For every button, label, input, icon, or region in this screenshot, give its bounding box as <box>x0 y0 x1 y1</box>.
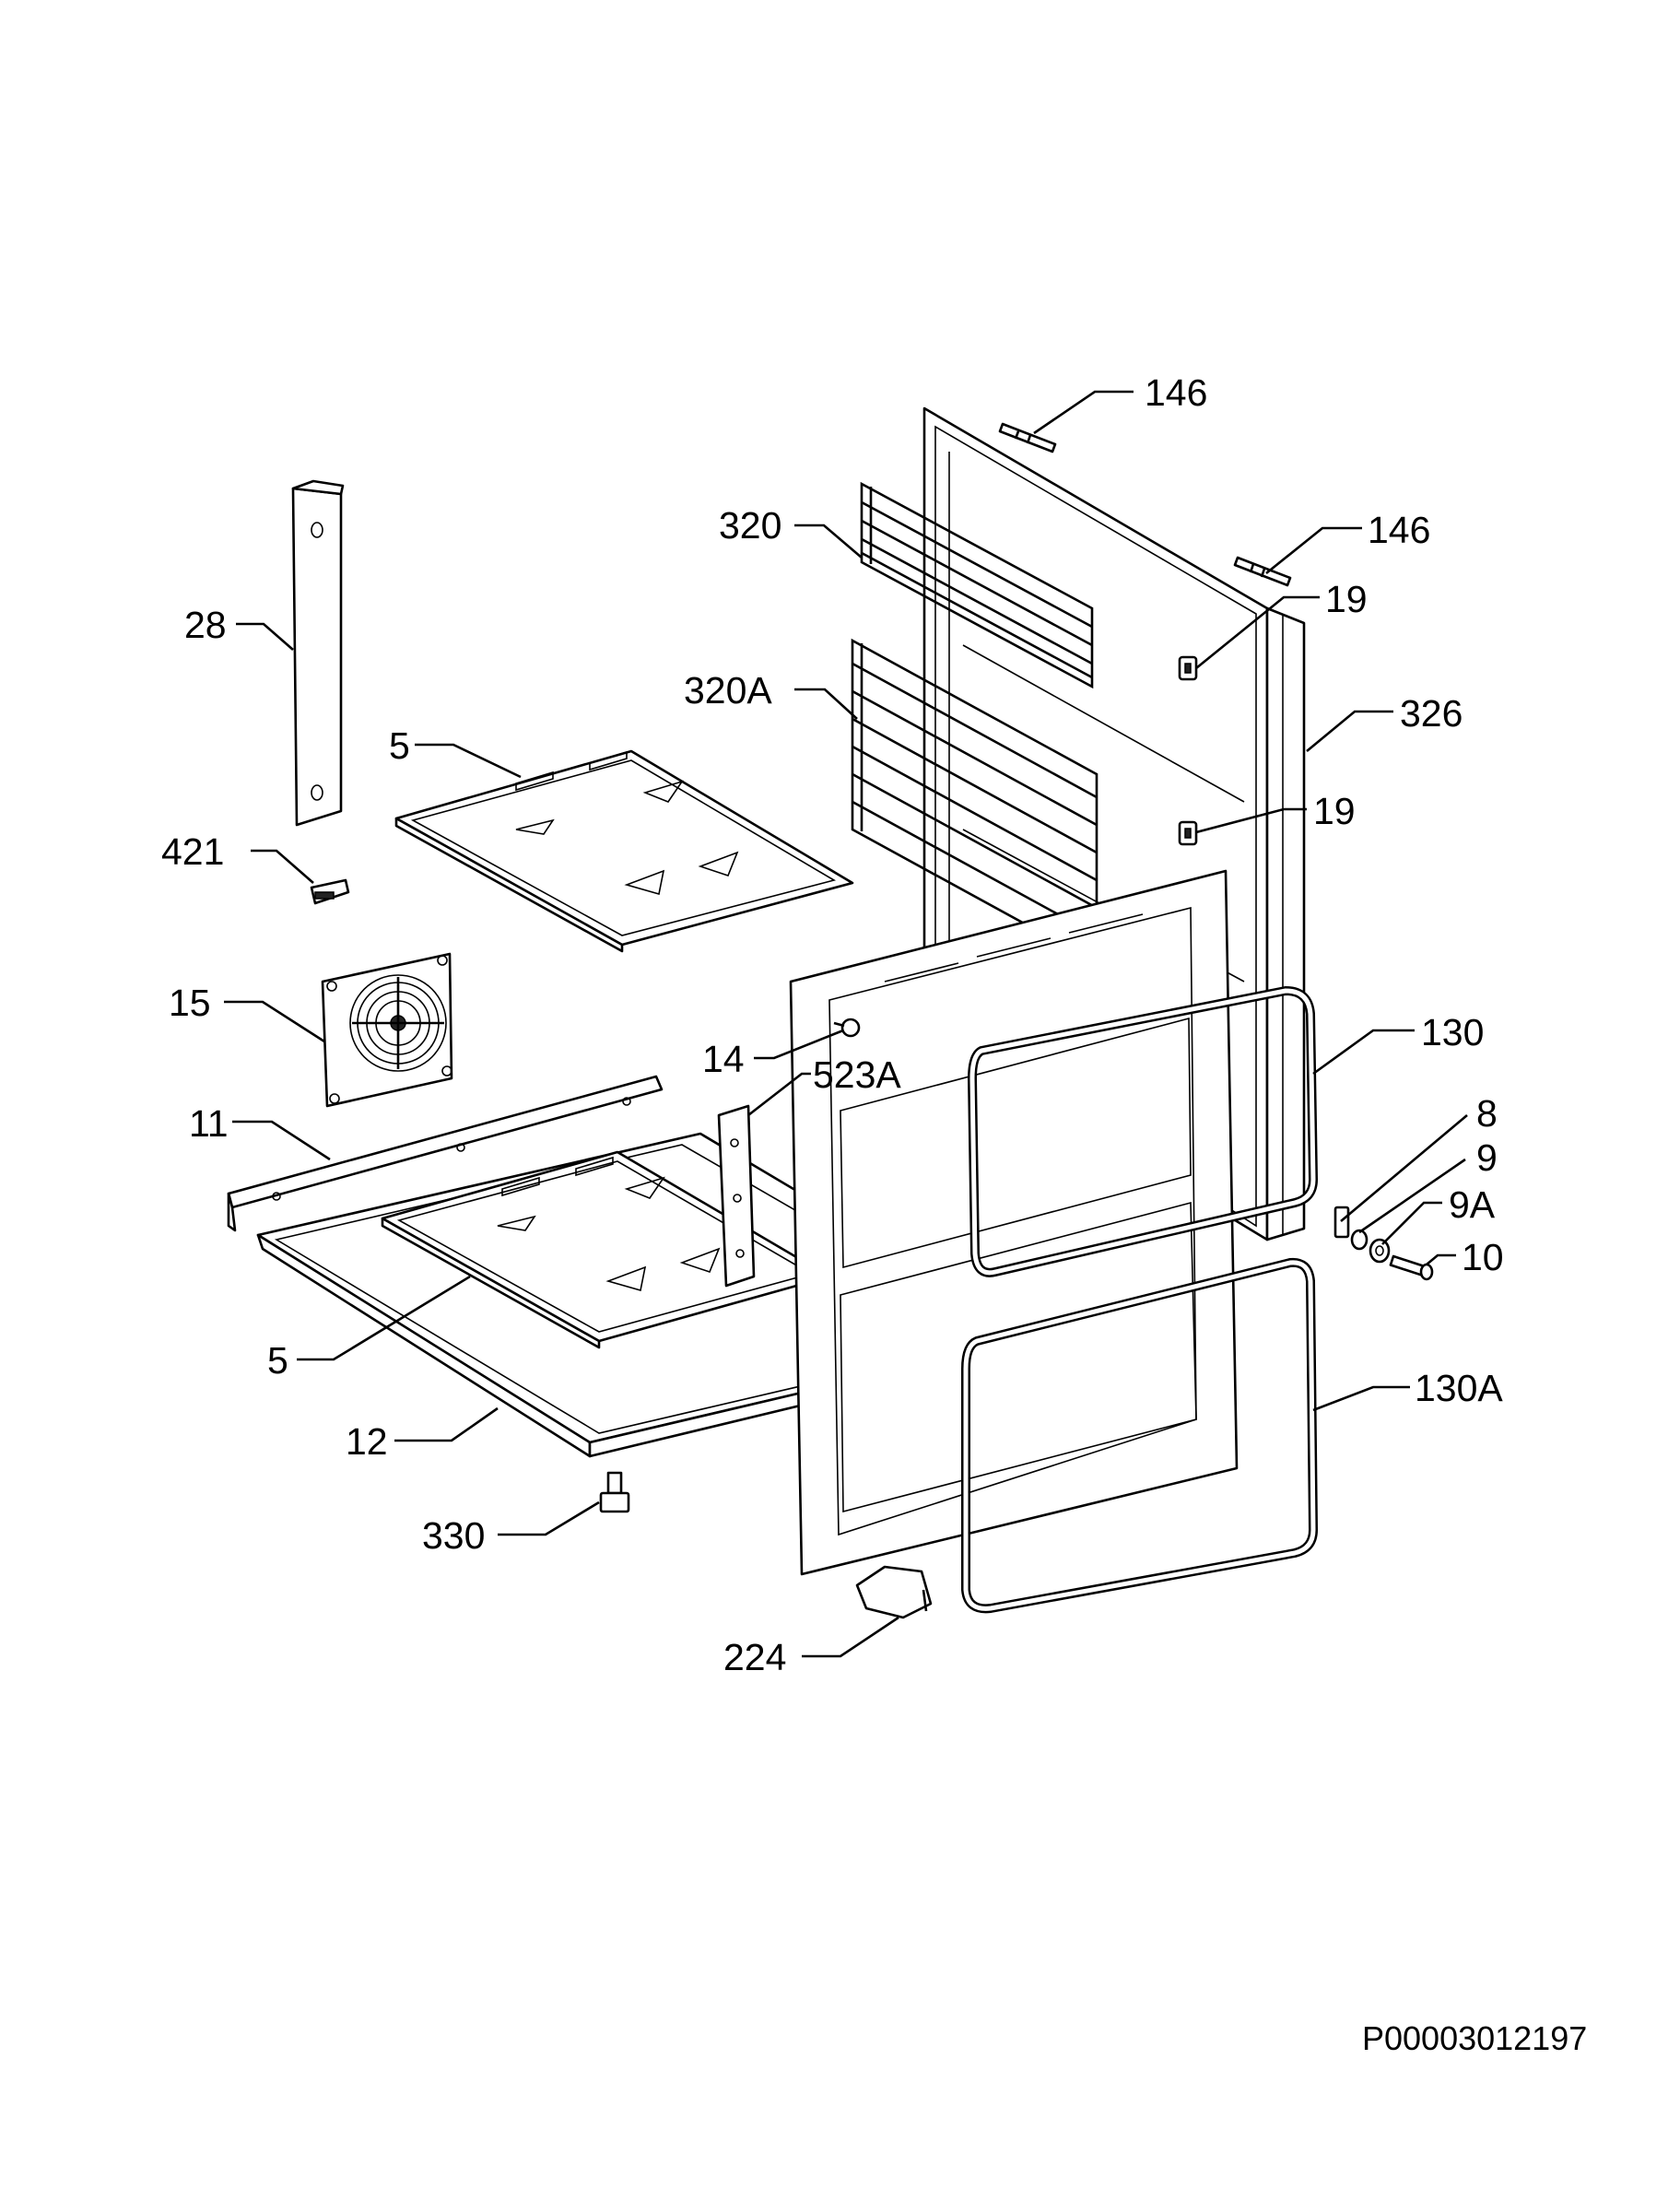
leader-lines <box>224 390 1468 1658</box>
callout-labels: 146 146 320 19 28 320A 326 5 19 421 15 1… <box>161 371 1504 1678</box>
callout-224: 224 <box>723 1636 786 1678</box>
callout-28: 28 <box>184 604 227 646</box>
callout-5-lower: 5 <box>267 1339 288 1382</box>
bolt-10 <box>1389 1254 1434 1281</box>
knob-421 <box>310 878 350 905</box>
callout-8: 8 <box>1476 1092 1498 1135</box>
vertical-rail-28 <box>291 479 345 827</box>
callout-330: 330 <box>422 1514 485 1557</box>
callout-130a: 130A <box>1415 1367 1503 1409</box>
callout-421: 421 <box>161 830 224 873</box>
callout-320a: 320A <box>684 669 772 712</box>
oven-door-frame <box>789 869 1239 1576</box>
shelf-support-320 <box>860 481 1094 689</box>
callout-14: 14 <box>702 1038 745 1080</box>
diagram-code: P00003012197 <box>1362 2019 1587 2057</box>
foot-330 <box>599 1471 630 1513</box>
callout-11: 11 <box>189 1102 229 1145</box>
baking-tray-5-upper <box>394 749 854 953</box>
callout-15: 15 <box>169 982 211 1024</box>
hinge-clip-146-top <box>998 422 1057 453</box>
callout-326: 326 <box>1400 692 1463 735</box>
nut-9a <box>1369 1238 1391 1264</box>
callout-146-right: 146 <box>1368 509 1430 551</box>
callout-10: 10 <box>1462 1236 1504 1278</box>
callout-9a: 9A <box>1449 1183 1496 1226</box>
door-seal-130 <box>968 986 1318 1277</box>
clip-19-upper <box>1178 655 1198 681</box>
callout-19-lower: 19 <box>1313 790 1356 832</box>
callout-9: 9 <box>1476 1136 1498 1179</box>
callout-146-top: 146 <box>1145 371 1207 414</box>
callout-5-upper: 5 <box>389 724 410 767</box>
callout-130: 130 <box>1421 1011 1484 1053</box>
door-seal-130a <box>961 1257 1318 1614</box>
fan-cover-15 <box>321 952 453 1108</box>
side-rail-11 <box>227 1075 664 1232</box>
callout-12: 12 <box>346 1420 388 1463</box>
screw-14 <box>833 1018 861 1038</box>
washer-9 <box>1350 1229 1369 1251</box>
part-8 <box>1333 1206 1350 1239</box>
callout-523a: 523A <box>813 1053 901 1096</box>
hinge-bracket-224 <box>855 1565 933 1619</box>
callout-19-upper: 19 <box>1325 578 1368 620</box>
clip-19-lower <box>1178 820 1198 846</box>
bracket-523a <box>717 1104 756 1288</box>
callout-320: 320 <box>719 504 781 547</box>
hinge-clip-146-right <box>1233 556 1292 587</box>
